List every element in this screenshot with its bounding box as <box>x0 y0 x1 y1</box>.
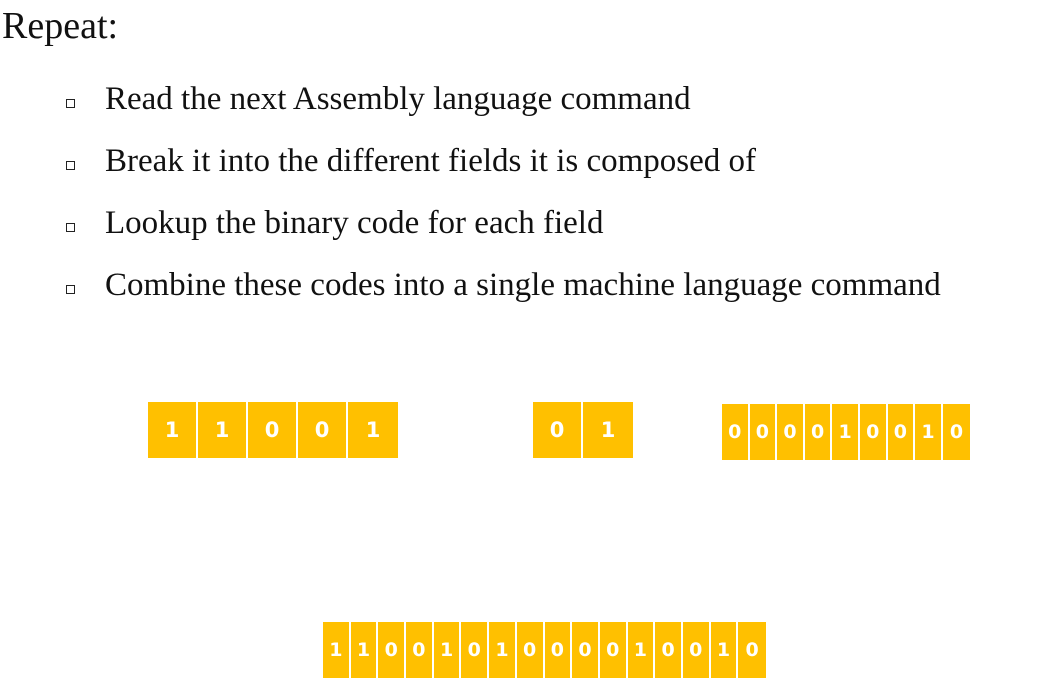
step-text: Combine these codes into a single machin… <box>105 266 941 303</box>
bit-cell: 1 <box>350 622 379 678</box>
bit-cell: 1 <box>323 622 351 678</box>
bit-cell: 0 <box>533 402 583 458</box>
bit-cell: 0 <box>406 622 434 678</box>
bit-cell: 1 <box>148 402 198 458</box>
combined-machine-code: 1 1 0 0 1 0 1 0 0 0 0 1 0 0 1 0 <box>323 622 766 678</box>
bit-cell: 0 <box>378 622 407 678</box>
step-text: Lookup the binary code for each field <box>105 204 604 241</box>
bit-cell: 0 <box>682 622 711 678</box>
bit-cell: 0 <box>516 622 545 678</box>
step-item: Lookup the binary code for each field <box>66 192 941 254</box>
bit-cell: 0 <box>738 622 766 678</box>
slide-heading: Repeat: <box>2 5 119 47</box>
step-item: Combine these codes into a single machin… <box>66 254 941 316</box>
step-list: Read the next Assembly language command … <box>66 68 941 316</box>
bit-cell: 1 <box>627 622 656 678</box>
bit-cell: 0 <box>544 622 573 678</box>
square-bullet-icon <box>66 98 75 108</box>
bit-cell: 0 <box>777 404 805 460</box>
bit-cell: 0 <box>599 622 628 678</box>
bit-cell: 1 <box>198 402 248 458</box>
bit-cell: 1 <box>348 402 398 458</box>
bit-cell: 0 <box>749 404 778 460</box>
bit-cell: 1 <box>489 622 517 678</box>
bit-cell: 0 <box>887 404 916 460</box>
square-bullet-icon <box>66 284 75 294</box>
bit-cell: 0 <box>248 402 298 458</box>
step-item: Break it into the different fields it is… <box>66 130 941 192</box>
bit-cell: 0 <box>804 404 833 460</box>
bit-cell: 0 <box>461 622 490 678</box>
bit-cell: 0 <box>298 402 348 458</box>
bit-cell: 0 <box>572 622 600 678</box>
bit-cell: 1 <box>710 622 739 678</box>
bit-cell: 0 <box>859 404 888 460</box>
step-item: Read the next Assembly language command <box>66 68 941 130</box>
bit-cell: 1 <box>433 622 462 678</box>
bit-cell: 1 <box>915 404 943 460</box>
bit-cell: 0 <box>942 404 971 460</box>
bit-cell: 0 <box>722 404 750 460</box>
binary-field-1: 1 1 0 0 1 <box>148 402 398 458</box>
square-bullet-icon <box>66 222 75 232</box>
bit-cell: 0 <box>655 622 683 678</box>
binary-field-3: 0 0 0 0 1 0 0 1 0 <box>722 404 971 460</box>
binary-field-2: 0 1 <box>533 402 633 458</box>
step-text: Break it into the different fields it is… <box>105 142 756 179</box>
step-text: Read the next Assembly language command <box>105 80 691 117</box>
square-bullet-icon <box>66 160 75 170</box>
bit-cell: 1 <box>832 404 860 460</box>
bit-cell: 1 <box>583 402 633 458</box>
